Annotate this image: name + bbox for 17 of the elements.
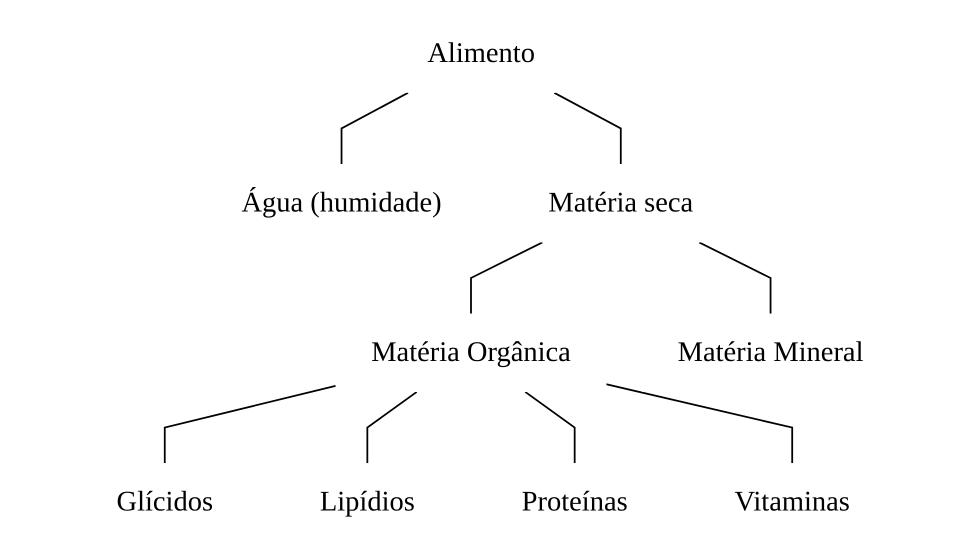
node-text: Lipídios [320, 486, 415, 518]
connector [470, 242, 543, 314]
node-text: Matéria Mineral [678, 337, 864, 368]
connector [606, 383, 794, 464]
connector [554, 92, 622, 164]
node-text: Vitaminas [734, 486, 850, 518]
node-text: Matéria Orgânica [371, 337, 571, 368]
node-text: Alimento [427, 38, 535, 70]
node-text: Água (humidade) [241, 188, 442, 219]
connector [164, 384, 336, 464]
connector [366, 391, 418, 464]
connector [698, 242, 772, 314]
node-text: Matéria seca [548, 188, 694, 219]
connector [524, 391, 576, 464]
node-text: Glícidos [116, 486, 214, 518]
connector [340, 92, 408, 164]
node-text: Proteínas [522, 486, 628, 518]
